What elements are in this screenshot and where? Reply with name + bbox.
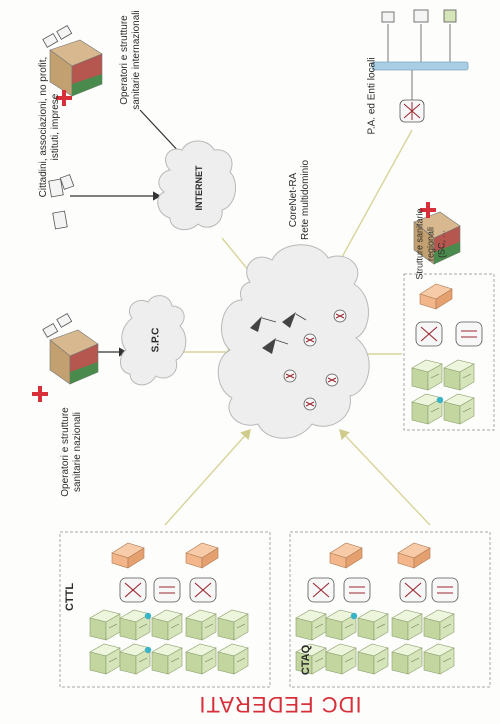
arrow-pa-core (335, 129, 413, 270)
equipment (89, 283, 483, 675)
storage-icon (419, 283, 453, 310)
label-ctaq: CTAQ (300, 644, 312, 676)
server-rack-icon (119, 643, 152, 675)
cross-icon (56, 90, 72, 106)
server-rack-icon (119, 609, 152, 641)
internet-cloud (157, 140, 237, 231)
core-cloud (217, 244, 370, 439)
pa-links (387, 24, 451, 100)
server-rack-icon (391, 643, 423, 675)
computer-icon (42, 312, 73, 338)
cloud-icon (217, 244, 370, 439)
label-regional-line3: (SC, ... (436, 229, 447, 259)
router-icon (399, 99, 425, 123)
storage-icon (185, 542, 219, 569)
label-international-line1: Operatori e strutture (119, 15, 130, 105)
cloud-icon (157, 140, 237, 231)
server-rack-icon (443, 393, 475, 425)
server-rack-icon (325, 609, 358, 641)
label-citizens: Cittadini, associazioni, no profit, isti… (38, 57, 62, 198)
label-spc: S.P.C (150, 327, 162, 353)
hospital-icon (49, 39, 103, 97)
server-rack-icon (411, 359, 443, 391)
server-rack-icon (89, 609, 121, 641)
storage-icon (397, 542, 431, 569)
label-nazionali-line2: sanitarie nazionali (72, 411, 83, 493)
router-icon (119, 577, 147, 603)
label-core-line2: Rete multidominio (300, 159, 311, 241)
arrow-ctaq-core (339, 428, 431, 526)
cttl-box (59, 531, 271, 688)
server-rack-icon (391, 609, 423, 641)
server-rack-icon (295, 609, 327, 641)
switch-icon (153, 577, 181, 603)
router-marks (285, 313, 345, 407)
label-international-line2: sanitarie internazionali (131, 10, 142, 110)
server-rack-icon (295, 643, 327, 675)
server-rack-icon (443, 359, 475, 391)
computer-icon (381, 9, 457, 23)
cross-icon (32, 386, 48, 402)
label-citizens-line1: Cittadini, associazioni, no profit, (38, 56, 49, 198)
label-nazionali-line1: Operatori e strutture (60, 407, 71, 497)
server-rack-icon (423, 643, 455, 675)
label-citizens-line2: istituti, imprese (50, 93, 61, 161)
server-rack-icon (151, 643, 183, 675)
ctaq-box (289, 531, 491, 688)
router-icon (189, 577, 217, 603)
server-rack-icon (357, 643, 389, 675)
computer-icon (48, 174, 75, 230)
cloud-icon (120, 295, 187, 386)
server-rack-icon (217, 609, 249, 641)
server-rack-icon (423, 609, 455, 641)
server-rack-icon (357, 609, 389, 641)
server-rack-icon (89, 643, 121, 675)
label-nazionali: Operatori e strutture sanitarie nazional… (60, 407, 84, 496)
label-core-line1: CoreNet-RA (288, 172, 299, 228)
storage-icon (329, 542, 363, 569)
network-bus-icon (371, 61, 469, 71)
label-regional-line2: regionali (425, 226, 436, 262)
cross-icon (420, 202, 436, 218)
label-pa: P.A. ed Enti locali (366, 57, 378, 135)
server-rack-icon (217, 643, 249, 675)
router-icon (399, 577, 427, 603)
switch-icon (343, 577, 371, 603)
label-core-network: CoreNet-RA Rete multidominio (288, 160, 312, 240)
spc-cloud (120, 295, 187, 386)
satellite-antenna-icon (250, 312, 307, 354)
router-icon (307, 577, 335, 603)
connectors (70, 109, 431, 526)
server-rack-icon (185, 643, 217, 675)
server-rack-icon (411, 393, 444, 425)
label-international: Operatori e strutture sanitarie internaz… (119, 10, 143, 110)
router-icon (415, 321, 443, 347)
server-rack-icon (151, 609, 183, 641)
arrow-cttl-core (164, 428, 251, 526)
switch-icon (455, 321, 483, 347)
title-idc-federati: IDC FEDERATI (198, 692, 362, 717)
label-internet: INTERNET (194, 165, 204, 211)
regional-box (403, 273, 495, 431)
hospital-icon (413, 211, 461, 265)
label-cttl: CTTL (64, 582, 76, 612)
label-regional-line1: Strutture sanitarie (414, 208, 425, 280)
hospital-icon (49, 329, 99, 385)
computer-icon (42, 24, 73, 48)
switch-icon (431, 577, 459, 603)
server-rack-icon (325, 643, 357, 675)
server-rack-icon (185, 609, 217, 641)
storage-icon (111, 542, 145, 569)
label-regional: Strutture sanitarie regionali (SC, ... (415, 208, 448, 279)
